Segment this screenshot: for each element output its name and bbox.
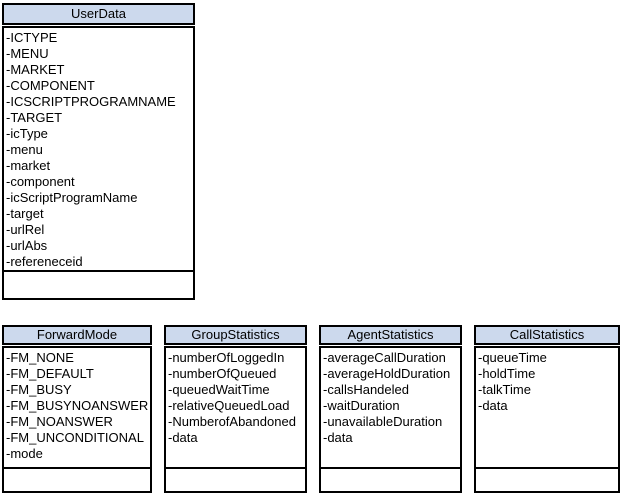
methods-compartment <box>166 469 305 491</box>
methods-compartment <box>476 469 618 491</box>
class-attribute: -averageCallDuration <box>323 350 446 365</box>
class-attribute: -ICTYPE <box>6 30 58 45</box>
class-attribute: -component <box>6 174 75 189</box>
class-attribute: -holdTime <box>478 366 536 381</box>
class-attribute: -MARKET <box>6 62 65 77</box>
class-attribute: -relativeQueuedLoad <box>168 398 290 413</box>
class-body: -averageCallDuration -averageHoldDuratio… <box>319 346 462 493</box>
class-attribute: -data <box>323 430 353 445</box>
class-attribute: -target <box>6 206 44 221</box>
class-userdata: UserData -ICTYPE -MENU -MARKET -COMPONEN… <box>2 3 195 300</box>
class-attribute: -mode <box>6 446 43 461</box>
class-attribute: -ICSCRIPTPROGRAMNAME <box>6 94 176 109</box>
class-attribute: -FM_NONE <box>6 350 74 365</box>
class-title: ForwardMode <box>2 325 152 345</box>
class-body: -ICTYPE -MENU -MARKET -COMPONENT -ICSCRI… <box>2 26 195 300</box>
attributes-compartment: -FM_NONE -FM_DEFAULT -FM_BUSY -FM_BUSYNO… <box>4 348 150 469</box>
class-attribute: -FM_NOANSWER <box>6 414 113 429</box>
class-title: CallStatistics <box>474 325 620 345</box>
class-attribute: -queuedWaitTime <box>168 382 270 397</box>
class-attribute: -icType <box>6 126 48 141</box>
class-title: UserData <box>2 3 195 25</box>
methods-compartment <box>321 469 460 491</box>
class-attribute: -urlAbs <box>6 238 48 253</box>
class-body: -numberOfLoggedIn -numberOfQueued -queue… <box>164 346 307 493</box>
class-attribute: -numberOfQueued <box>168 366 277 381</box>
class-attribute: -market <box>6 158 51 173</box>
methods-compartment <box>4 469 150 491</box>
class-attribute: -COMPONENT <box>6 78 95 93</box>
class-attribute: -NumberofAbandoned <box>168 414 296 429</box>
class-attribute: -menu <box>6 142 43 157</box>
class-attribute: -refereneceid <box>6 254 83 269</box>
class-attribute: -icScriptProgramName <box>6 190 138 205</box>
class-callstatistics: CallStatistics -queueTime -holdTime -tal… <box>474 325 620 493</box>
class-groupstatistics: GroupStatistics -numberOfLoggedIn -numbe… <box>164 325 307 493</box>
class-attribute: -FM_DEFAULT <box>6 366 94 381</box>
class-attribute: -data <box>168 430 198 445</box>
class-forwardmode: ForwardMode -FM_NONE -FM_DEFAULT -FM_BUS… <box>2 325 152 493</box>
attributes-compartment: -queueTime -holdTime -talkTime -data <box>476 348 618 469</box>
class-title: GroupStatistics <box>164 325 307 345</box>
methods-compartment <box>4 272 193 298</box>
class-attribute: -numberOfLoggedIn <box>168 350 285 365</box>
class-attribute: -FM_UNCONDITIONAL <box>6 430 144 445</box>
class-agentstatistics: AgentStatistics -averageCallDuration -av… <box>319 325 462 493</box>
class-title: AgentStatistics <box>319 325 462 345</box>
class-attribute: -data <box>478 398 508 413</box>
class-attribute: -averageHoldDuration <box>323 366 451 381</box>
class-attribute: -MENU <box>6 46 49 61</box>
class-attribute: -FM_BUSY <box>6 382 72 397</box>
attributes-compartment: -numberOfLoggedIn -numberOfQueued -queue… <box>166 348 305 469</box>
attributes-compartment: -ICTYPE -MENU -MARKET -COMPONENT -ICSCRI… <box>4 28 193 272</box>
class-attribute: -callsHandeled <box>323 382 409 397</box>
class-body: -FM_NONE -FM_DEFAULT -FM_BUSY -FM_BUSYNO… <box>2 346 152 493</box>
attributes-compartment: -averageCallDuration -averageHoldDuratio… <box>321 348 460 469</box>
class-attribute: -talkTime <box>478 382 531 397</box>
class-attribute: -TARGET <box>6 110 63 125</box>
class-attribute: -waitDuration <box>323 398 400 413</box>
class-attribute: -urlRel <box>6 222 45 237</box>
class-attribute: -FM_BUSYNOANSWER <box>6 398 149 413</box>
class-attribute: -queueTime <box>478 350 547 365</box>
class-attribute: -unavailableDuration <box>323 414 443 429</box>
class-body: -queueTime -holdTime -talkTime -data <box>474 346 620 493</box>
